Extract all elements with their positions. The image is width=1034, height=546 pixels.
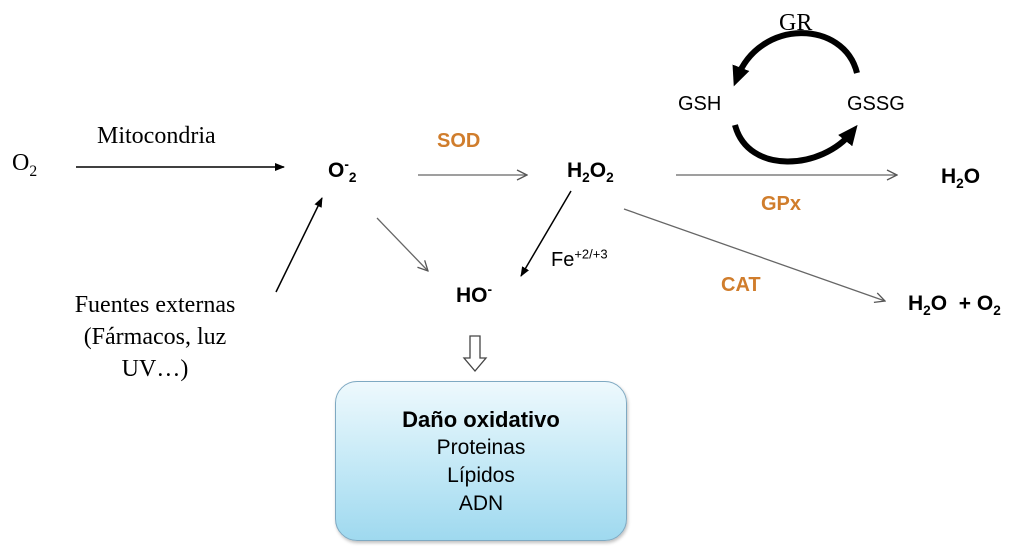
water-label: H2O	[941, 165, 981, 192]
superoxide-label: O-2	[328, 157, 357, 186]
gpx-label: GPx	[761, 193, 802, 215]
external-sources-line-3: UV…)	[121, 356, 189, 382]
h2o2-label: H2O2	[567, 159, 614, 186]
sod-label: SOD	[437, 130, 481, 152]
external-sources-label: Fuentes externas (Fármacos, luz UV…)	[40, 289, 270, 385]
gsh-label: GSH	[678, 93, 722, 115]
damage-item-lipids: Lípidos	[447, 464, 515, 487]
arrow-fenton	[520, 190, 572, 277]
arrow-to-damage	[462, 335, 488, 373]
arrow-cat	[623, 208, 885, 301]
oxidative-damage-box: Daño oxidativo Proteinas Lípidos ADN	[335, 381, 627, 541]
cat-label: CAT	[721, 274, 761, 296]
mitocondria-label: Mitocondria	[97, 123, 216, 149]
oxygen-label: O2	[12, 150, 38, 180]
arrow-superoxide-hydroxyl	[376, 217, 428, 271]
gssg-label: GSSG	[847, 93, 905, 115]
water-oxygen-label: H2O + O2	[908, 292, 1001, 319]
damage-item-proteins: Proteinas	[436, 436, 526, 459]
external-sources-line-2: (Fármacos, luz	[83, 324, 227, 350]
damage-item-dna: ADN	[458, 492, 504, 515]
hydroxyl-label: HO-	[456, 282, 493, 307]
arrow-external-sources	[275, 197, 323, 293]
arrow-gr-bottom	[732, 124, 858, 165]
external-sources-line-1: Fuentes externas	[74, 292, 236, 318]
arrow-gr-top	[732, 30, 860, 87]
damage-title: Daño oxidativo	[402, 407, 560, 432]
gr-label: GR	[779, 10, 813, 36]
iron-label: Fe+2/+3	[551, 246, 608, 271]
